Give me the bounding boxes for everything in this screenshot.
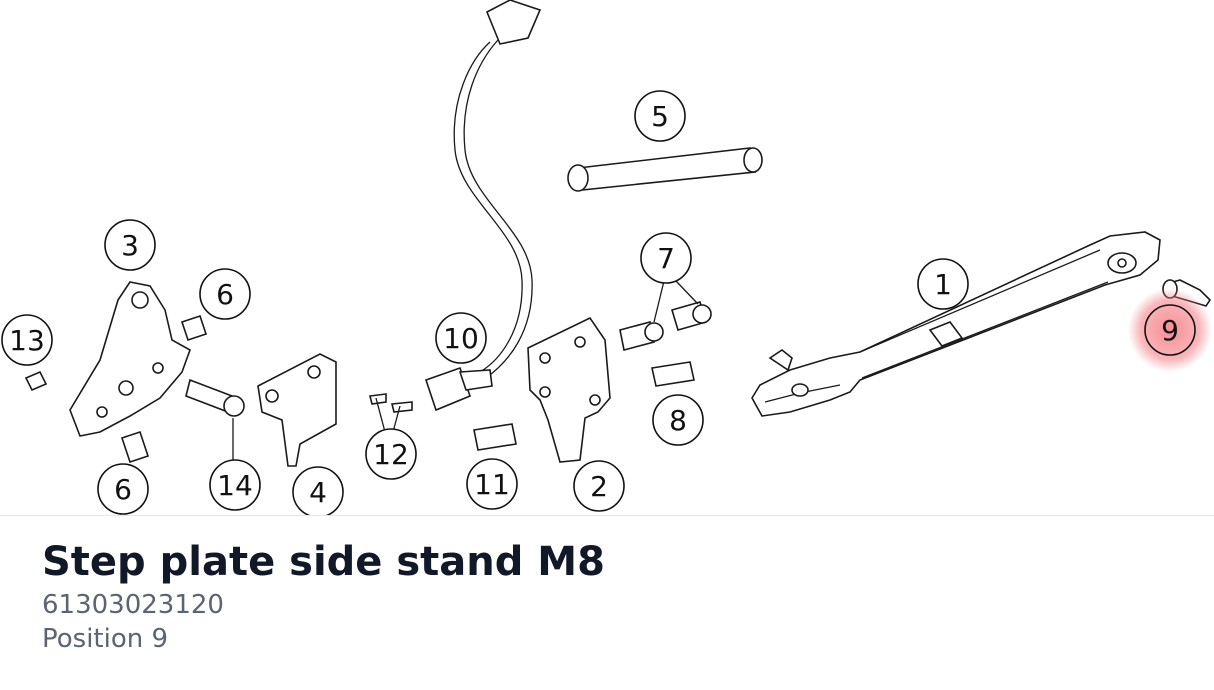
part-side-stand (751, 231, 1161, 417)
part-plate (527, 316, 611, 463)
callout-9-label: 9 (1161, 314, 1179, 347)
callout-10-label: 10 (443, 322, 479, 355)
part-fasteners (24, 301, 712, 464)
callout-14-label: 14 (217, 469, 253, 502)
callout-14[interactable]: 14 (209, 459, 261, 511)
callout-5[interactable]: 5 (634, 90, 686, 142)
callout-12-label: 12 (373, 438, 409, 471)
callout-11[interactable]: 11 (466, 458, 518, 510)
exploded-parts-diagram: 1 2 3 4 5 6 6 7 8 9 10 11 (1, 0, 1212, 515)
callout-6-lower[interactable]: 6 (97, 463, 149, 515)
part-title: Step plate side stand M8 (42, 539, 605, 585)
callout-4[interactable]: 4 (292, 466, 344, 515)
callout-3-label: 3 (121, 229, 139, 262)
callout-7[interactable]: 7 (640, 232, 692, 284)
callout-2[interactable]: 2 (573, 460, 625, 512)
divider (0, 515, 1214, 516)
callout-10[interactable]: 10 (435, 312, 487, 364)
part-position: Position 9 (42, 624, 169, 654)
callout-8-label: 8 (669, 404, 687, 437)
callout-1[interactable]: 1 (917, 258, 969, 310)
callout-9[interactable]: 9 (1144, 304, 1196, 356)
callout-6-upper-label: 6 (216, 278, 234, 311)
callout-11-label: 11 (474, 468, 510, 501)
callout-1-label: 1 (934, 268, 952, 301)
callout-12[interactable]: 12 (365, 428, 417, 480)
part-number: 61303023120 (42, 590, 224, 620)
callout-2-label: 2 (590, 470, 608, 503)
leader-lines (232, 280, 699, 462)
callout-13-label: 13 (9, 324, 45, 357)
callout-4-label: 4 (309, 476, 327, 509)
callout-7-label: 7 (657, 242, 675, 275)
callout-3[interactable]: 3 (104, 219, 156, 271)
callout-6-lower-label: 6 (114, 473, 132, 506)
callout-5-label: 5 (651, 100, 669, 133)
callout-9-highlight (1128, 288, 1212, 372)
part-sensor-cable (424, 0, 542, 412)
callout-6-upper[interactable]: 6 (199, 268, 251, 320)
part-tube (567, 147, 763, 192)
part-bracket-plate (257, 353, 337, 467)
part-bracket (69, 281, 191, 437)
callout-13[interactable]: 13 (1, 314, 53, 366)
callout-8[interactable]: 8 (652, 394, 704, 446)
part-info-panel: Step plate side stand M8 61303023120 Pos… (42, 536, 1182, 656)
